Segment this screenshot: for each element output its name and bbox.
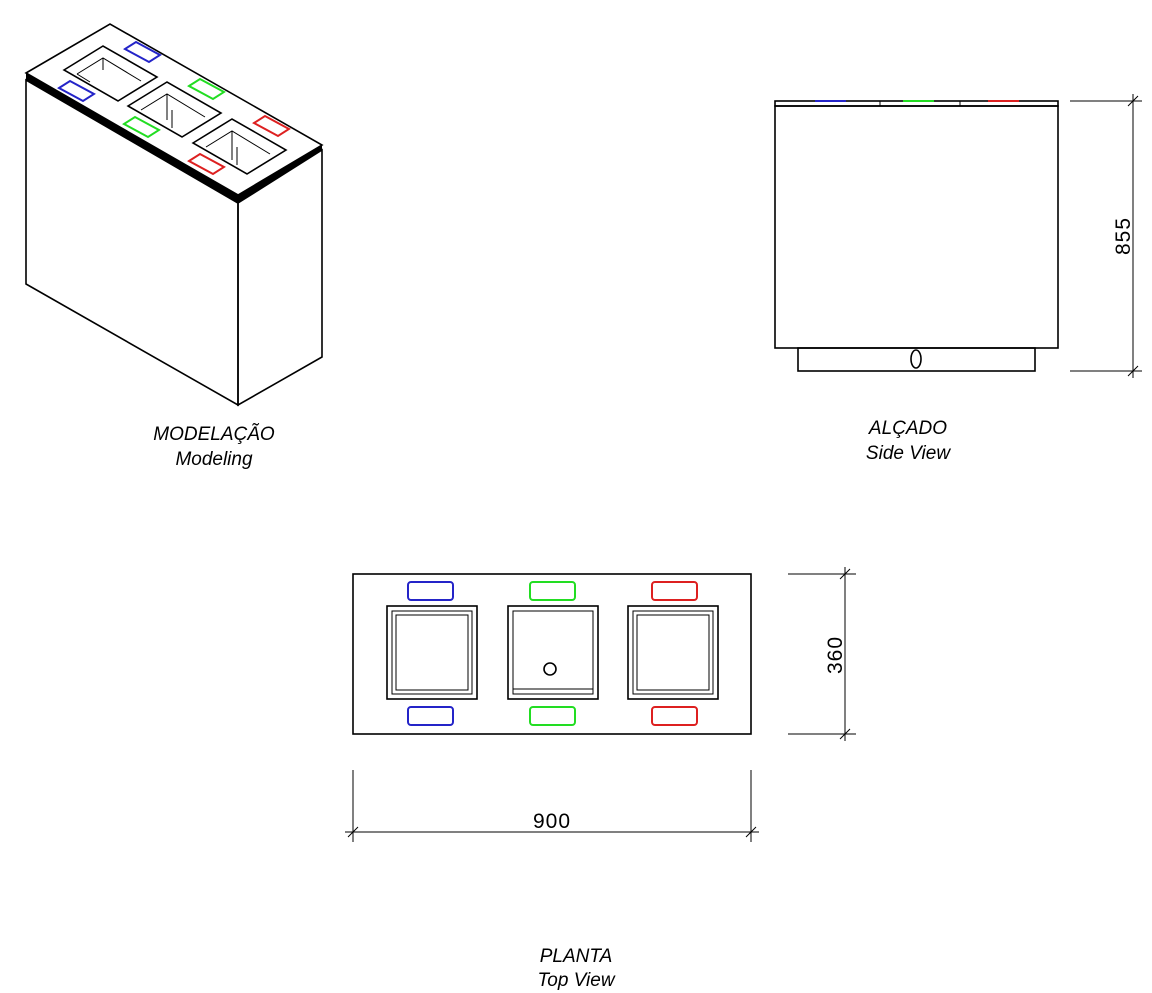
side-body (774, 105, 1059, 349)
iso-top-face (24, 23, 324, 196)
width-dimension-label: 900 (533, 810, 571, 833)
modeling-subtitle: Modeling (175, 449, 253, 470)
top-slot-blue-back (407, 581, 454, 601)
side-view (774, 100, 1059, 372)
top-slot-red-front (651, 706, 698, 726)
side-subtitle: Side View (866, 443, 951, 464)
top-slot-red-back (651, 581, 698, 601)
height-dimension (1070, 94, 1142, 378)
top-slot-green-back (529, 581, 576, 601)
top-slot-blue-front (407, 706, 454, 726)
modeling-title: MODELAÇÃO (153, 423, 275, 445)
iso-lid-edge-right (238, 145, 322, 203)
height-dimension-label: 855 (1112, 217, 1135, 255)
iso-slot-green-front (122, 115, 161, 139)
top-opening-3 (627, 605, 719, 700)
iso-slot-blue-front (57, 79, 96, 103)
isometric-model (24, 23, 324, 407)
width-dimension (345, 770, 759, 842)
top-view (352, 573, 752, 735)
depth-dimension (788, 567, 856, 741)
iso-opening-2 (126, 81, 223, 138)
top-outline (352, 573, 752, 735)
side-base-hole (910, 349, 922, 369)
iso-right-face (237, 148, 323, 407)
top-slot-green-front (529, 706, 576, 726)
top-title: PLANTA (540, 946, 613, 967)
top-opening-1 (386, 605, 478, 700)
top-subtitle: Top View (537, 970, 615, 991)
iso-opening-1 (62, 45, 159, 102)
iso-slot-blue-back (123, 40, 162, 64)
iso-slot-red-front (187, 152, 226, 176)
side-title: ALÇADO (868, 418, 947, 439)
top-opening-2 (507, 605, 599, 700)
iso-slot-red-back (252, 114, 291, 138)
side-base (797, 347, 1036, 372)
top-center-hole (543, 662, 557, 676)
depth-dimension-label: 360 (824, 636, 847, 674)
iso-opening-3 (191, 118, 288, 175)
iso-slot-green-back (187, 77, 226, 101)
iso-lid-edge-left (26, 73, 238, 203)
